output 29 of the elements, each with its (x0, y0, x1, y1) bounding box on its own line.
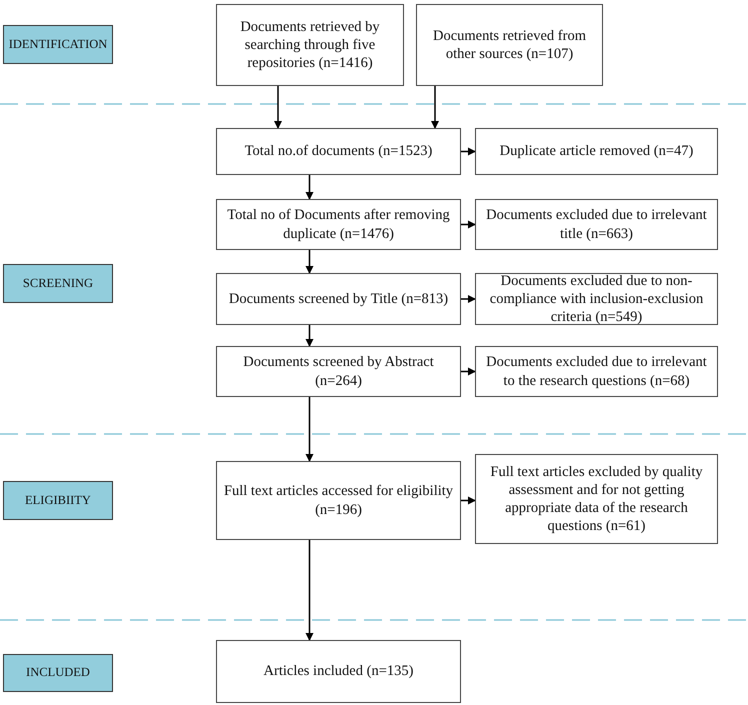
arrow (461, 496, 476, 504)
arrow (461, 368, 476, 376)
process-box: Duplicate article removed (n=47) (475, 128, 718, 175)
stage-label: SCREENING (3, 264, 113, 303)
process-box: Full text articles accessed for eligibility (n=196) (216, 461, 461, 540)
process-box: Documents retrieved from other sources (n=107) (416, 4, 603, 86)
process-box: Total no of Documents after removing duplicate (n=1476) (216, 199, 461, 250)
process-box: Documents screened by Abstract (n=264) (216, 346, 461, 397)
process-box: Documents excluded due to non-compliance with inclusion-exclusion criteria (n=549) (475, 273, 718, 325)
arrow (274, 86, 282, 129)
process-box: Documents screened by Title (n=813) (216, 273, 461, 325)
process-box: Documents excluded due to irrelevant to the research questions (n=68) (475, 346, 718, 397)
stage-label: IDENTIFICATION (3, 25, 113, 64)
arrow (461, 220, 476, 228)
process-box: Documents excluded due to irrelevant title (n=663) (475, 199, 718, 250)
arrow (461, 148, 476, 156)
process-box: Full text articles excluded by quality assessment and for not getting appropriate data of the research questions (n=61) (475, 454, 718, 544)
process-box: Documents retrieved by searching through five repositories (n=1416) (216, 4, 404, 86)
arrow (306, 325, 314, 347)
arrow (431, 86, 439, 129)
arrow (306, 540, 314, 641)
arrow (461, 295, 476, 303)
process-box: Articles included (n=135) (216, 640, 461, 703)
process-box: Total no.of documents (n=1523) (216, 128, 461, 175)
stage-label: ELIGIBIITY (3, 481, 113, 520)
arrow (306, 397, 314, 462)
arrow (306, 175, 314, 200)
stage-label: INCLUDED (3, 654, 113, 692)
arrow (306, 250, 314, 274)
